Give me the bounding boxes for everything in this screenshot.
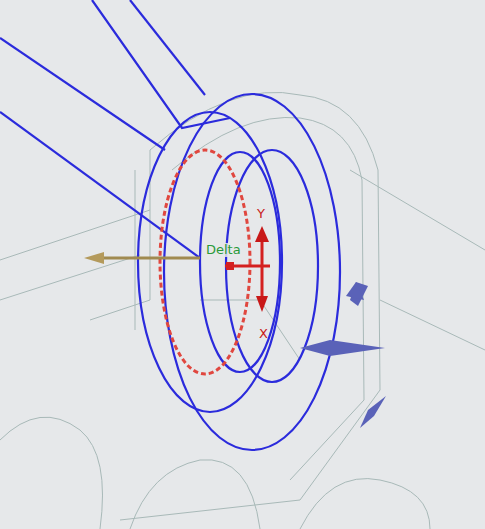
handle-arrows bbox=[300, 282, 386, 428]
axis-label: Delta bbox=[205, 243, 242, 257]
axis-label: Y bbox=[256, 207, 266, 221]
axis-triad bbox=[225, 226, 270, 312]
wireframe-body bbox=[0, 92, 485, 529]
selected-edge bbox=[160, 150, 250, 374]
selected-part bbox=[0, 0, 340, 450]
axis-label: X bbox=[258, 327, 269, 341]
drag-arrow bbox=[84, 252, 200, 264]
